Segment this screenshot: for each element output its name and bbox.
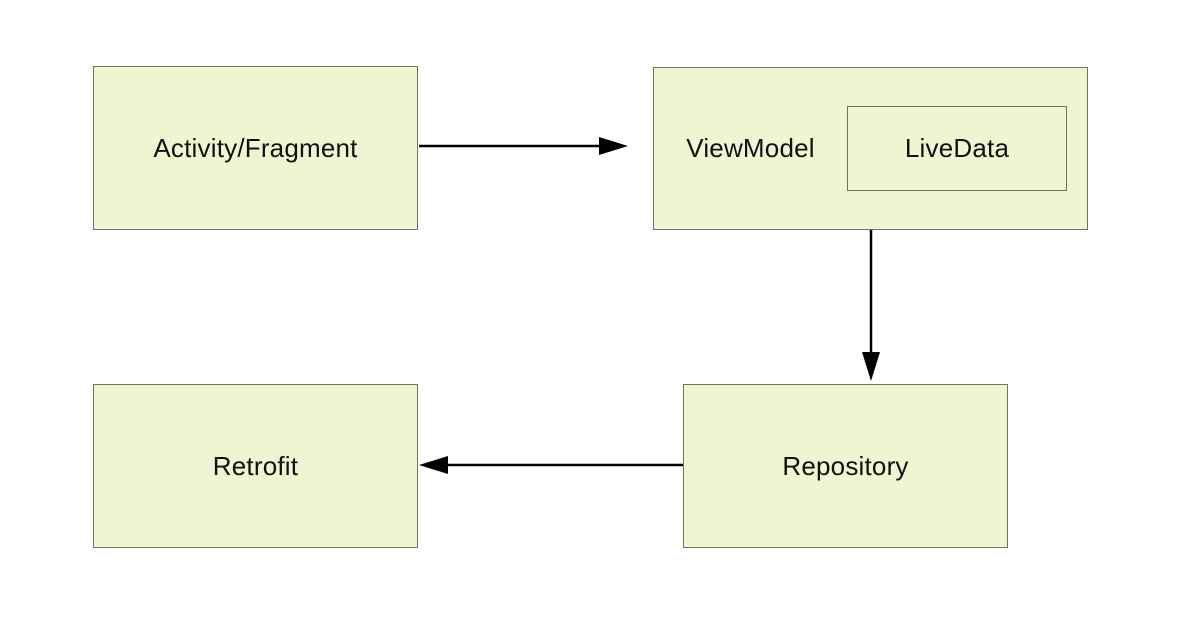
node-retrofit: Retrofit [93,384,418,548]
arrow-activity-to-viewmodel [419,137,628,155]
node-viewmodel: ViewModel LiveData [653,67,1088,230]
node-repository: Repository [683,384,1008,548]
node-repository-label: Repository [782,450,909,481]
node-livedata-label: LiveData [904,133,1010,163]
arrow-viewmodel-to-repository [862,230,880,381]
node-activity-fragment-label: Activity/Fragment [153,132,358,163]
viewmodel-label-region: ViewModel [654,68,847,229]
node-retrofit-label: Retrofit [212,450,299,481]
node-viewmodel-label: ViewModel [686,133,815,163]
arrow-repository-to-retrofit [419,456,683,474]
node-livedata: LiveData [847,106,1067,191]
node-activity-fragment: Activity/Fragment [93,66,418,230]
